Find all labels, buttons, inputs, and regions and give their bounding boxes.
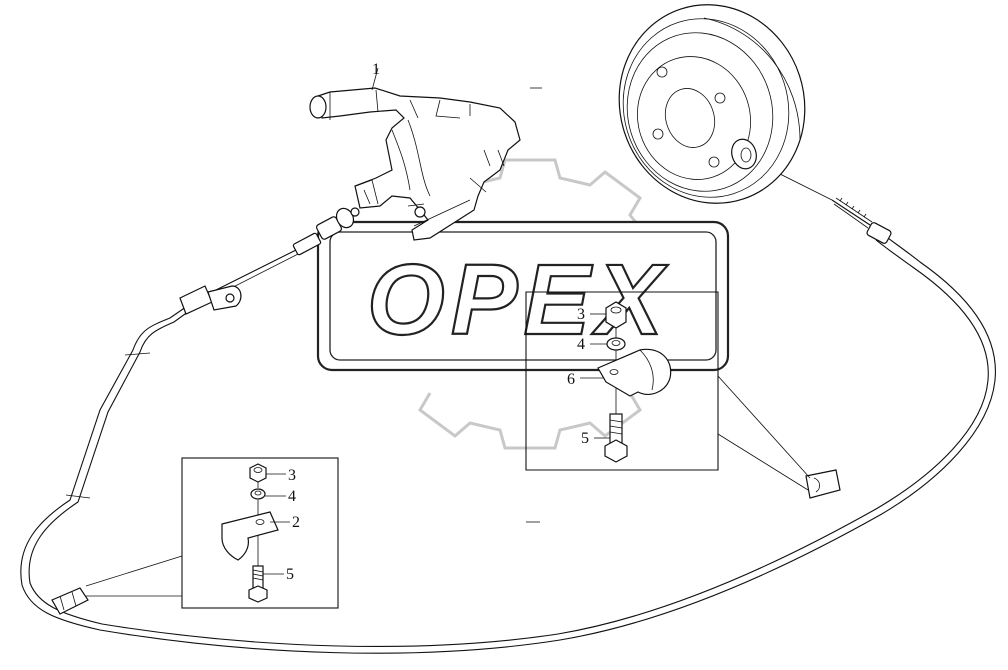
callout-1: 1: [372, 61, 380, 78]
bolt-icon: [604, 413, 628, 463]
hex-nut-icon: [249, 463, 267, 483]
left-clip-inset: 3 4 2 5: [85, 457, 339, 609]
cable-right-end: [831, 197, 892, 244]
cable-clip-right: [805, 469, 841, 499]
cable-lever-end: [179, 207, 360, 315]
right-clip-inset: 3 4 6 5: [525, 291, 811, 491]
callout-4-right: 4: [577, 336, 585, 353]
washer-icon: [606, 337, 626, 351]
callout-4-left: 4: [288, 488, 296, 505]
cable-clip-left: [51, 587, 89, 615]
callout-2-left: 2: [292, 514, 300, 531]
callout-6-right: 6: [567, 371, 575, 388]
hex-nut-icon: [605, 301, 627, 329]
callout-5-right: 5: [581, 430, 589, 447]
watermark-text: OPEX: [367, 244, 669, 356]
cable-clamp-icon: [597, 348, 672, 397]
brake-drum: [618, 4, 806, 204]
watermark-frame-outer: [316, 220, 730, 372]
bolt-icon: [248, 565, 268, 603]
callout-3-right: 3: [577, 306, 585, 323]
watermark-frame-inner: [329, 231, 717, 361]
callout-5-left: 5: [286, 566, 294, 583]
washer-icon: [250, 488, 266, 500]
callout-3-left: 3: [288, 467, 296, 484]
hand-brake-lever: 1: [309, 61, 521, 241]
brake-cable: [20, 159, 996, 654]
cable-clamp-icon: [221, 511, 279, 561]
